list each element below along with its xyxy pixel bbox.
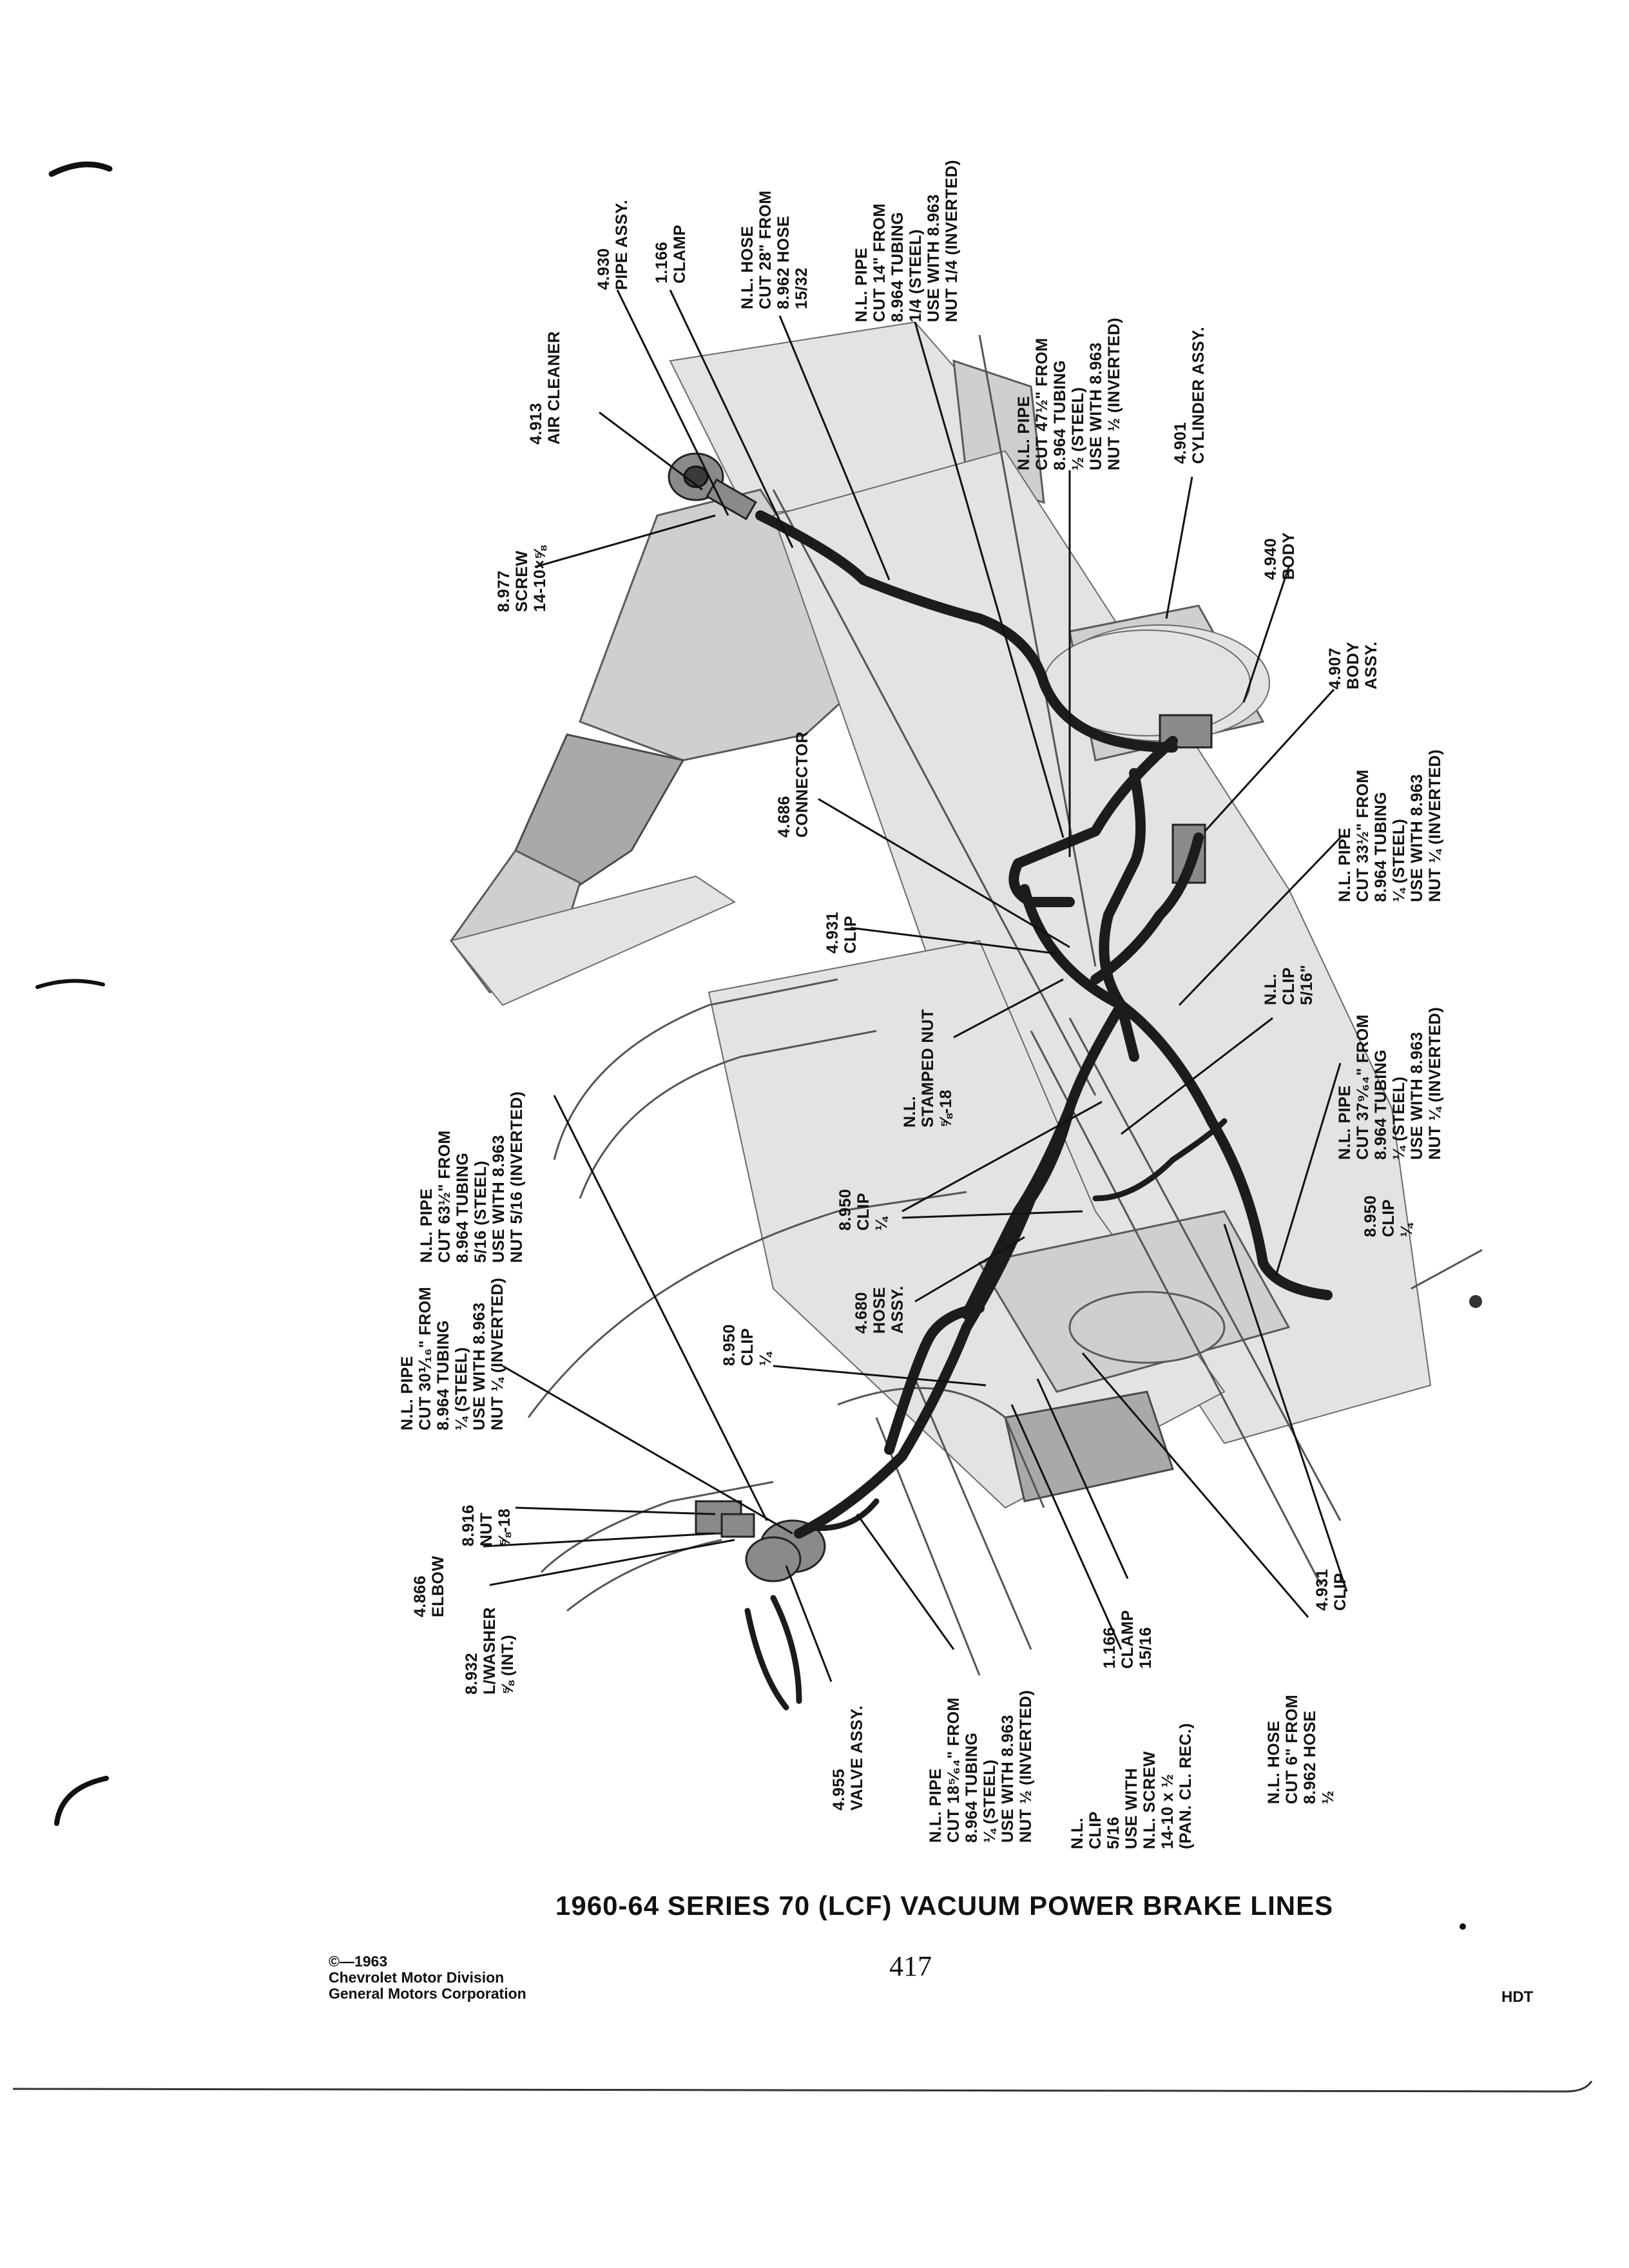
callout-label: 1.166CLAMP15/16 (1101, 1610, 1155, 1669)
callout-label: N.L. PIPECUT 63½" FROM8.964 TUBING5/16 (… (418, 1091, 526, 1263)
callout-label: 8.932L/WASHER⅝ (INT.) (463, 1607, 517, 1695)
scan-edge-marks (12, 161, 1593, 2093)
callout-label: N.L. HOSECUT 6" FROM8.962 HOSE½ (1265, 1695, 1337, 1804)
vacuum-lines (755, 510, 1333, 1539)
callout-label: 8.950CLIP¼ (836, 1189, 891, 1231)
callout-label: N.L. PIPECUT 47½" FROM8.964 TUBING½ (STE… (1015, 318, 1123, 470)
callout-label: 8.977SCREW14-10×⅝ (495, 544, 549, 612)
callout-label: 4.931CLIP (1313, 1569, 1349, 1611)
callout-label: N.L.CLIP5/16USE WITHN.L. SCREW14-10 x ½(… (1068, 1723, 1195, 1849)
callout-label: 4.931CLIP (824, 912, 860, 954)
callout-label: N.L.CLIP5/16" (1262, 965, 1316, 1005)
truck-frame-illustration (450, 321, 1483, 1676)
callout-label: 4.866ELBOW (411, 1555, 447, 1617)
copyright-line: ©—1963 (329, 1953, 388, 1970)
callout-label: N.L.STAMPED NUT⅝-18 (901, 1009, 955, 1128)
callout-labels: 4.930PIPE ASSY. 1.166CLAMP N.L. HOSECUT … (398, 160, 1444, 1849)
callout-label: 4.686CONNECTOR (775, 731, 811, 838)
page-number: 417 (889, 1950, 932, 1982)
callout-label: 4.907BODYASSY. (1326, 641, 1380, 689)
callout-label: 4.955VALVE ASSY. (830, 1706, 866, 1811)
callout-label: 1.166CLAMP (653, 225, 689, 284)
copyright-line: Chevrolet Motor Division (329, 1969, 505, 1986)
callout-label: 4.940BODY (1262, 532, 1298, 580)
callout-label: N.L. PIPECUT 14" FROM8.964 TUBING1/4 (ST… (853, 160, 961, 322)
callout-label: 4.930PIPE ASSY. (595, 200, 631, 290)
callout-label: N.L. HOSECUT 28" FROM8.962 HOSE15/32 (738, 190, 811, 309)
valve-assembly (745, 1536, 802, 1582)
series-code: HDT (1501, 1988, 1534, 2006)
callout-label: N.L. PIPECUT 30⅟₁₆" FROM8.964 TUBING¼ (S… (398, 1278, 506, 1430)
callout-label: 8.916NUT⅝-18 (459, 1504, 514, 1546)
copyright-line: General Motors Corporation (329, 1985, 526, 2002)
copyright-notice: ©—1963 Chevrolet Motor Division General … (329, 1954, 526, 2002)
callout-label: 4.901CYLINDER ASSY. (1171, 327, 1208, 464)
callout-label: 8.950CLIP¼ (720, 1324, 775, 1366)
callout-label: N.L. PIPECUT 33½" FROM8.964 TUBING¼ (STE… (1336, 749, 1444, 902)
leader-lines (483, 289, 1348, 1682)
callout-label: N.L. PIPECUT 18⁵⁄₆₄" FROM8.964 TUBING¼ (… (927, 1690, 1035, 1843)
callout-label: 4.913AIR CLEANER (527, 331, 563, 445)
page-title: 1960-64 SERIES 70 (LCF) VACUUM POWER BRA… (555, 1890, 1334, 1921)
callout-label: 8.950CLIP¼ (1362, 1195, 1416, 1237)
callout-label: 4.680HOSEASSY. (853, 1285, 907, 1334)
callout-label: N.L. PIPECUT 37⁹⁄₆₄" FROM8.964 TUBING¼ (… (1336, 1007, 1444, 1160)
